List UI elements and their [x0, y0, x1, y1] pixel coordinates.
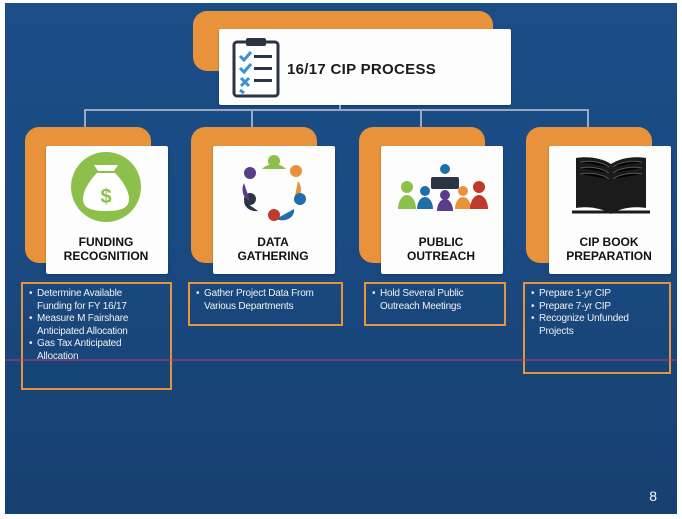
bullet-text: Various Departments: [204, 300, 294, 312]
open-book-icon: [572, 157, 650, 214]
step-label-line2: PREPARATION: [566, 249, 652, 263]
bullet-text: Projects: [539, 325, 574, 337]
bullet-text: Measure M Fairshare: [37, 313, 129, 324]
connector-1: [84, 109, 86, 131]
step-label-line2: OUTREACH: [407, 249, 475, 263]
step-label-line1: FUNDING: [78, 235, 134, 249]
connector-bar: [84, 109, 589, 111]
connector-main: [339, 105, 341, 111]
step-label-line1: PUBLIC: [418, 235, 464, 249]
step-label-data: DATA GATHERING: [193, 235, 353, 263]
bullet-text: Outreach Meetings: [380, 300, 462, 312]
page-number: 8: [649, 488, 657, 504]
bullet-text: Allocation: [37, 350, 79, 362]
slide: 16/17 CIP PROCESS $ FUNDING RECOGNITION …: [5, 3, 677, 514]
connector-3: [420, 109, 422, 131]
step-label-outreach: PUBLIC OUTREACH: [361, 235, 521, 263]
bullet-item: Prepare 1-yr CIP: [531, 288, 665, 301]
connector-2: [251, 109, 253, 131]
checklist-icon: [232, 38, 280, 98]
bullet-text: Funding for FY 16/17: [37, 300, 127, 312]
svg-text:$: $: [100, 186, 111, 208]
step-label-line2: RECOGNITION: [63, 249, 149, 263]
step-label-line2: GATHERING: [237, 249, 309, 263]
bullet-text: Recognize Unfunded: [539, 313, 629, 324]
divider-line: [5, 359, 677, 361]
people-circle-icon: [242, 155, 306, 221]
bullets-book: Prepare 1-yr CIP Prepare 7-yr CIP Recogn…: [523, 282, 671, 374]
money-bag-icon: $: [71, 152, 141, 222]
step-label-line1: DATA: [257, 235, 289, 249]
step-label-book: CIP BOOK PREPARATION: [529, 235, 677, 263]
bullet-text: Anticipated Allocation: [37, 325, 128, 337]
meeting-presenter-icon: [398, 164, 488, 211]
bullet-text: Gas Tax Anticipated: [37, 338, 122, 349]
step-label-funding: FUNDING RECOGNITION: [26, 235, 186, 263]
bullet-text: Determine Available: [37, 288, 122, 299]
step-label-line1: CIP BOOK: [579, 235, 639, 249]
connector-4: [587, 109, 589, 131]
bullet-text: Gather Project Data From: [204, 288, 314, 299]
bullet-item: Prepare 7-yr CIP: [531, 301, 665, 314]
bullet-text: Hold Several Public: [380, 288, 464, 299]
page-title: 16/17 CIP PROCESS: [287, 61, 437, 78]
